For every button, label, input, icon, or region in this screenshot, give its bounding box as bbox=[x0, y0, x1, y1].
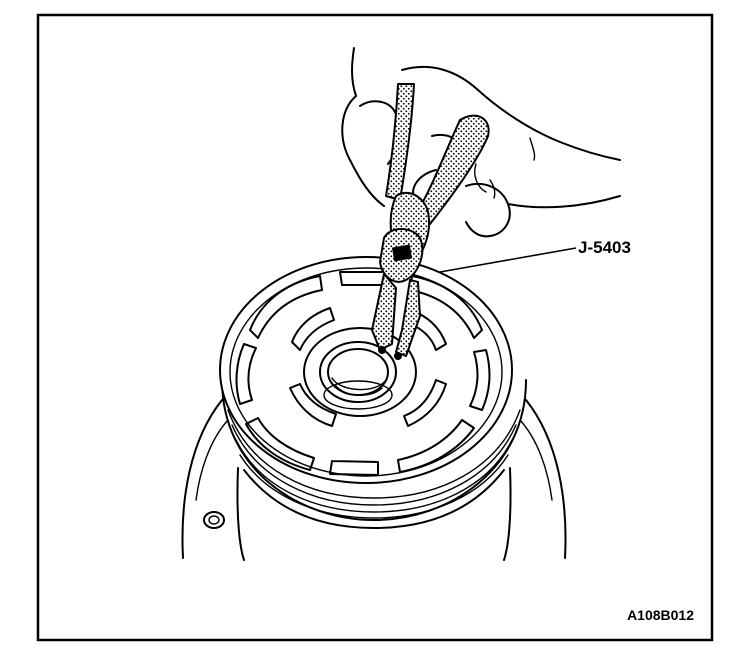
tool-label: J-5403 bbox=[578, 238, 631, 257]
callout-leader bbox=[439, 247, 577, 273]
snap-ring-pliers-icon bbox=[371, 83, 490, 360]
compressor-body bbox=[181, 399, 567, 559]
pulley-grooves bbox=[221, 379, 527, 561]
figure-frame bbox=[36, 13, 714, 642]
mounting-hole bbox=[203, 511, 225, 529]
hand-icon bbox=[341, 47, 621, 238]
snap-ring bbox=[323, 380, 393, 410]
figure-code: A108B012 bbox=[627, 607, 694, 623]
clutch-hub-face bbox=[219, 256, 513, 484]
